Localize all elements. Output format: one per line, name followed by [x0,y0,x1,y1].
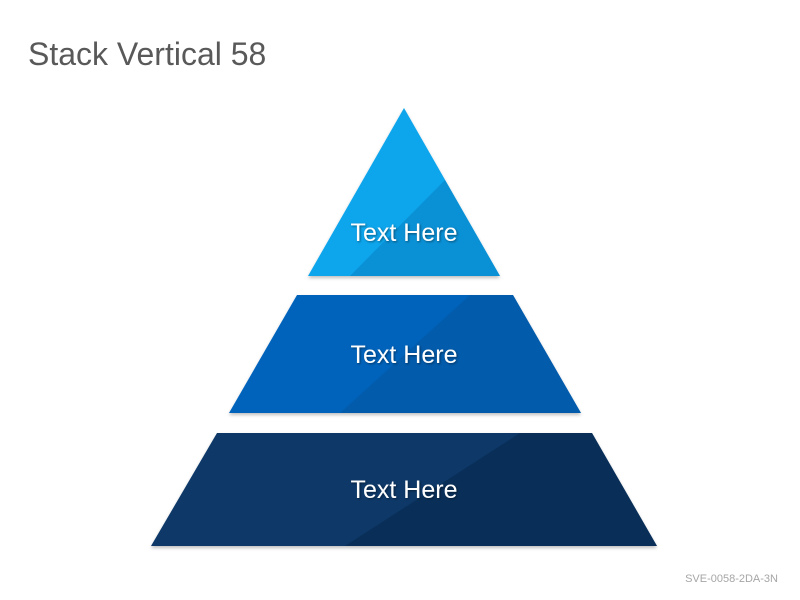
slide-code: SVE-0058-2DA-3N [685,573,778,585]
pyramid-level-middle-shade [340,295,581,413]
pyramid-level-top-label: Text Here [351,219,458,247]
pyramid-level-bottom-shade [345,433,657,546]
pyramid-level-bottom: Text Here [151,433,657,546]
pyramid-level-top: Text Here [308,108,500,276]
pyramid-level-top-shade [350,180,500,276]
pyramid-level-middle-label: Text Here [351,341,458,369]
pyramid-level-middle: Text Here [229,295,581,413]
pyramid-level-bottom-label: Text Here [351,476,458,504]
slide-title: Stack Vertical 58 [28,36,267,72]
